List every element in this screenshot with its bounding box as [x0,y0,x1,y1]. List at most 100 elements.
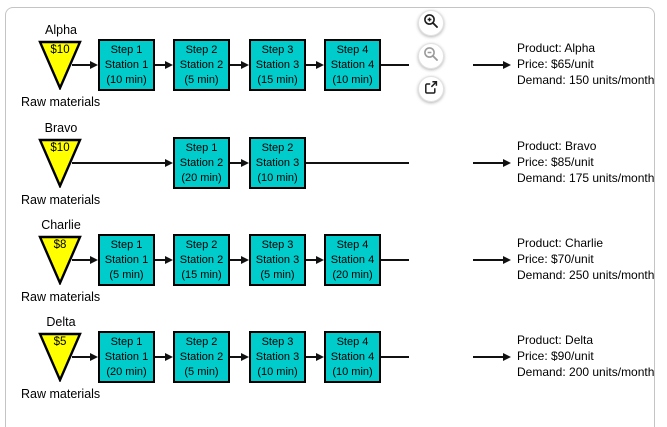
time-label: (10 min) [257,171,298,184]
raw-materials-triangle: $10 [38,40,82,92]
flow-arrow [72,158,173,168]
product-price: Price: $65/unit [517,57,594,71]
raw-cost-label: $10 [50,44,70,56]
flow-arrow [230,352,249,362]
raw-cost-label: $8 [53,239,67,251]
flow-arrow [155,60,173,70]
product-info: Product: Charlie Price: $70/unit Demand:… [517,235,654,283]
station-box: Step 4 Station 4 (20 min) [324,234,381,286]
flow-arrow [72,60,98,70]
flow-arrow [230,255,249,265]
step-label: Step 4 [336,238,369,251]
station-label: Station 4 [330,253,375,266]
raw-materials-label: Raw materials [21,290,101,304]
product-demand: Demand: 175 units/month [517,171,655,185]
step-label: Step 3 [261,335,294,348]
time-label: (15 min) [257,73,298,86]
station-box: Step 2 Station 3 (10 min) [249,137,306,189]
step-label: Step 1 [110,238,143,251]
raw-source-name: Bravo [44,121,78,135]
station-box: Step 2 Station 2 (5 min) [173,39,230,91]
open-external-button[interactable] [418,76,444,102]
raw-materials-label: Raw materials [21,193,101,207]
station-box: Step 3 Station 3 (15 min) [249,39,306,91]
flow-arrow [306,352,324,362]
time-label: (15 min) [181,268,222,281]
flow-arrow [473,352,511,362]
station-label: Station 3 [255,58,300,71]
time-label: (20 min) [332,268,373,281]
step-label: Step 1 [110,335,143,348]
triangle-shape [38,332,82,384]
flow-row-charlie: Charlie $8 Raw materials Step 1 Station … [6,218,654,324]
product-info: Product: Alpha Price: $65/unit Demand: 1… [517,40,654,88]
station-label: Station 3 [255,253,300,266]
step-label: Step 4 [336,335,369,348]
flow-arrow [72,255,98,265]
station-label: Station 1 [104,253,149,266]
product-info: Product: Delta Price: $90/unit Demand: 2… [517,332,654,380]
triangle-shape [38,138,82,190]
flow-arrow [230,60,249,70]
flow-arrow [230,158,249,168]
zoom-out-button[interactable] [418,43,444,69]
station-label: Station 2 [179,350,224,363]
time-label: (10 min) [257,365,298,378]
time-label: (10 min) [332,365,373,378]
product-demand: Demand: 200 units/month [517,365,655,379]
station-label: Station 3 [255,156,300,169]
time-label: (5 min) [109,268,144,281]
raw-materials-triangle: $5 [38,332,82,384]
raw-materials-triangle: $10 [38,138,82,190]
station-box: Step 1 Station 1 (5 min) [98,234,155,286]
flow-row-bravo: Bravo $10 Raw materials Step 1 Station 2… [6,121,655,227]
raw-materials-triangle: $8 [38,235,82,287]
magnifier-plus-icon [423,13,439,34]
station-box: Step 2 Station 2 (15 min) [173,234,230,286]
station-label: Station 1 [104,58,149,71]
station-label: Station 2 [179,156,224,169]
diagram-panel: Alpha $10 Raw materials Step 1 Station 1… [5,7,655,427]
magnifier-minus-icon [423,46,439,67]
raw-source-name: Charlie [41,218,81,232]
step-label: Step 2 [185,43,218,56]
step-label: Step 4 [336,43,369,56]
station-label: Station 3 [255,350,300,363]
product-demand: Demand: 150 units/month [517,73,655,87]
raw-source-name: Alpha [45,23,77,37]
station-label: Station 2 [179,253,224,266]
step-label: Step 2 [261,141,294,154]
station-box: Step 1 Station 2 (20 min) [173,137,230,189]
zoom-in-button[interactable] [418,10,444,36]
flow-arrow [155,352,173,362]
open-in-new-icon [423,79,439,100]
station-label: Station 1 [104,350,149,363]
station-label: Station 2 [179,58,224,71]
product-demand: Demand: 250 units/month [517,268,655,282]
triangle-shape [38,40,82,92]
raw-cost-label: $5 [53,336,67,348]
raw-source-name: Delta [46,315,76,329]
product-price: Price: $90/unit [517,349,594,363]
product-price: Price: $70/unit [517,252,594,266]
station-box: Step 1 Station 1 (10 min) [98,39,155,91]
product-name: Product: Alpha [517,41,596,55]
product-name: Product: Bravo [517,139,597,153]
flow-arrow [473,60,511,70]
station-box: Step 3 Station 3 (10 min) [249,331,306,383]
time-label: (5 min) [184,73,219,86]
flow-row-delta: Delta $5 Raw materials Step 1 Station 1 … [6,315,654,421]
raw-cost-label: $10 [50,142,70,154]
station-box: Step 3 Station 3 (5 min) [249,234,306,286]
station-box: Step 1 Station 1 (20 min) [98,331,155,383]
step-label: Step 2 [185,238,218,251]
flow-arrow [306,60,324,70]
time-label: (20 min) [181,171,222,184]
flow-arrow [306,255,324,265]
step-label: Step 1 [110,43,143,56]
station-box: Step 4 Station 4 (10 min) [324,39,381,91]
flow-line [381,356,409,358]
flow-line [381,259,409,261]
time-label: (10 min) [106,73,147,86]
flow-arrow [155,255,173,265]
